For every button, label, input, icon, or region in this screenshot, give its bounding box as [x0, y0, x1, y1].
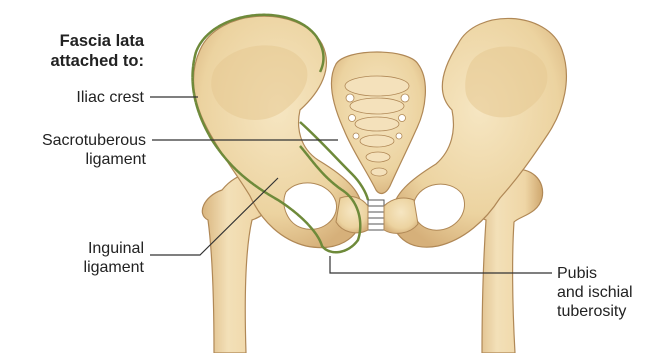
fascia-lata-heading: Fascia lata attached to: — [50, 31, 144, 71]
label-iliac-crest: Iliac crest — [76, 88, 144, 107]
right-hip-bone — [392, 18, 567, 247]
label-inguinal-ligament: Inguinal ligament — [84, 239, 144, 277]
label-pubis-line-3: tuberosity — [557, 302, 633, 321]
label-sacrotuberous-line-2: ligament — [42, 150, 146, 169]
label-iliac-crest-line-1: Iliac crest — [76, 88, 144, 107]
heading-line-2: attached to: — [50, 51, 144, 71]
label-pubis-line-2: and ischial — [557, 283, 633, 302]
leader-pubis — [330, 256, 552, 273]
pubic-symphysis — [336, 196, 418, 233]
label-sacrotuberous-line-1: Sacrotuberous — [42, 131, 146, 150]
label-pubis-ischial-tuberosity: Pubis and ischial tuberosity — [557, 264, 633, 321]
sacrum — [331, 52, 425, 193]
label-inguinal-line-1: Inguinal — [84, 239, 144, 258]
heading-line-1: Fascia lata — [50, 31, 144, 51]
label-sacrotuberous-ligament: Sacrotuberous ligament — [42, 131, 146, 169]
label-pubis-line-1: Pubis — [557, 264, 633, 283]
label-inguinal-line-2: ligament — [84, 258, 144, 277]
